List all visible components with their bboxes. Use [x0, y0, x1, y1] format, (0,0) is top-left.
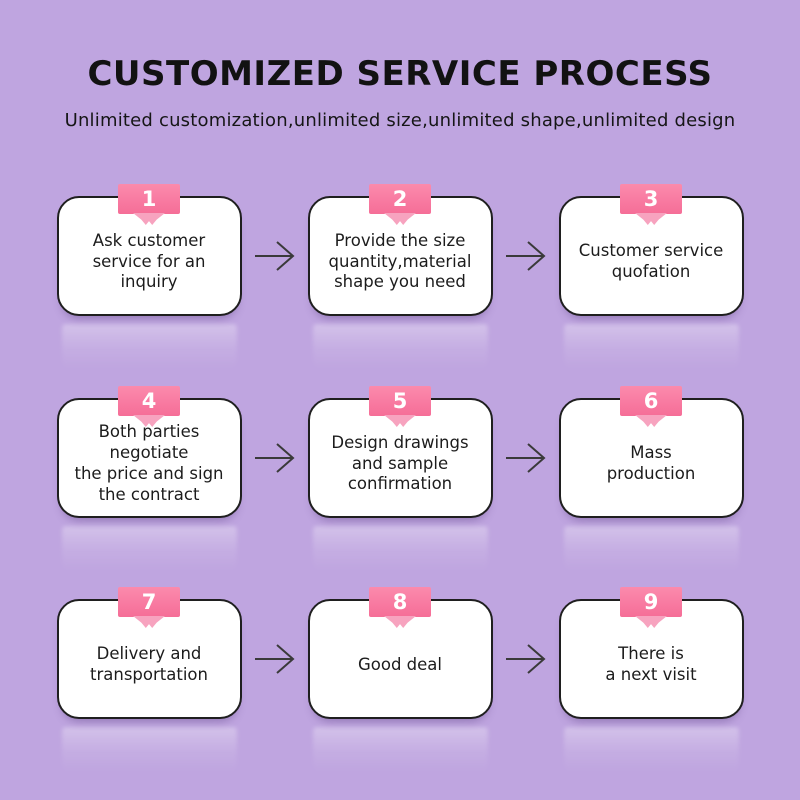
step-card-3: 3 Customer service quofation — [558, 184, 744, 378]
card-reflection — [312, 324, 488, 378]
step-card-7: 7 Delivery and transportation — [56, 587, 242, 781]
arrow-right-icon — [493, 398, 559, 518]
process-row-1: 1 Ask customer service for an inquiry 2 … — [0, 184, 800, 378]
card-reflection — [61, 324, 237, 378]
card-reflection — [61, 727, 237, 781]
step-text: Ask customer service for an inquiry — [92, 230, 206, 292]
step-number-badge-6: 6 — [620, 386, 682, 427]
step-number: 7 — [141, 590, 157, 614]
step-text: Good deal — [357, 654, 442, 674]
step-card-2: 2 Provide the size quantity,material sha… — [307, 184, 493, 378]
step-text: Design drawings and sample confirmation — [331, 432, 469, 494]
step-card-6: 6 Mass production — [558, 386, 744, 580]
step-number-badge-3: 3 — [620, 184, 682, 225]
page-subtitle: Unlimited customization,unlimited size,u… — [64, 110, 736, 131]
arrow-right-icon — [242, 196, 308, 316]
arrow-right-icon — [493, 196, 559, 316]
card-reflection — [312, 526, 488, 580]
step-text: Customer service quofation — [578, 241, 724, 281]
process-row-2: 4 Both parties negotiate the price and s… — [0, 386, 800, 580]
step-number: 4 — [141, 389, 157, 413]
card-reflection — [61, 526, 237, 580]
card-reflection — [563, 727, 739, 781]
step-number: 5 — [392, 389, 408, 413]
page-title: CUSTOMIZED SERVICE PROCESS — [87, 54, 713, 94]
step-card-8: 8 Good deal — [307, 587, 493, 781]
step-number-badge-5: 5 — [369, 386, 431, 427]
step-number-badge-8: 8 — [369, 587, 431, 628]
arrow-right-icon — [242, 398, 308, 518]
step-number-badge-7: 7 — [118, 587, 180, 628]
step-number-badge-4: 4 — [118, 386, 180, 427]
step-number: 3 — [643, 187, 659, 211]
card-reflection — [312, 727, 488, 781]
step-card-4: 4 Both parties negotiate the price and s… — [56, 386, 242, 580]
step-number: 8 — [392, 590, 408, 614]
card-reflection — [563, 324, 739, 378]
step-text: There is a next visit — [605, 644, 697, 684]
step-number: 9 — [643, 590, 659, 614]
step-number-badge-9: 9 — [620, 587, 682, 628]
step-number-badge-1: 1 — [118, 184, 180, 225]
step-text: Mass production — [606, 443, 696, 483]
arrow-right-icon — [493, 599, 559, 719]
arrow-right-icon — [242, 599, 308, 719]
step-card-5: 5 Design drawings and sample confirmatio… — [307, 386, 493, 580]
step-text: Provide the size quantity,material shape… — [328, 230, 472, 292]
process-row-3: 7 Delivery and transportation 8 Good dea… — [0, 587, 800, 781]
card-reflection — [563, 526, 739, 580]
step-number: 2 — [392, 187, 408, 211]
step-text: Delivery and transportation — [90, 644, 208, 684]
step-number: 1 — [141, 187, 157, 211]
step-text: Both parties negotiate the price and sig… — [74, 422, 224, 504]
step-card-body: Ask customer service for an inquiry — [56, 196, 242, 316]
step-card-1: 1 Ask customer service for an inquiry — [56, 184, 242, 378]
step-number: 6 — [643, 389, 659, 413]
step-card-9: 9 There is a next visit — [558, 587, 744, 781]
step-number-badge-2: 2 — [369, 184, 431, 225]
